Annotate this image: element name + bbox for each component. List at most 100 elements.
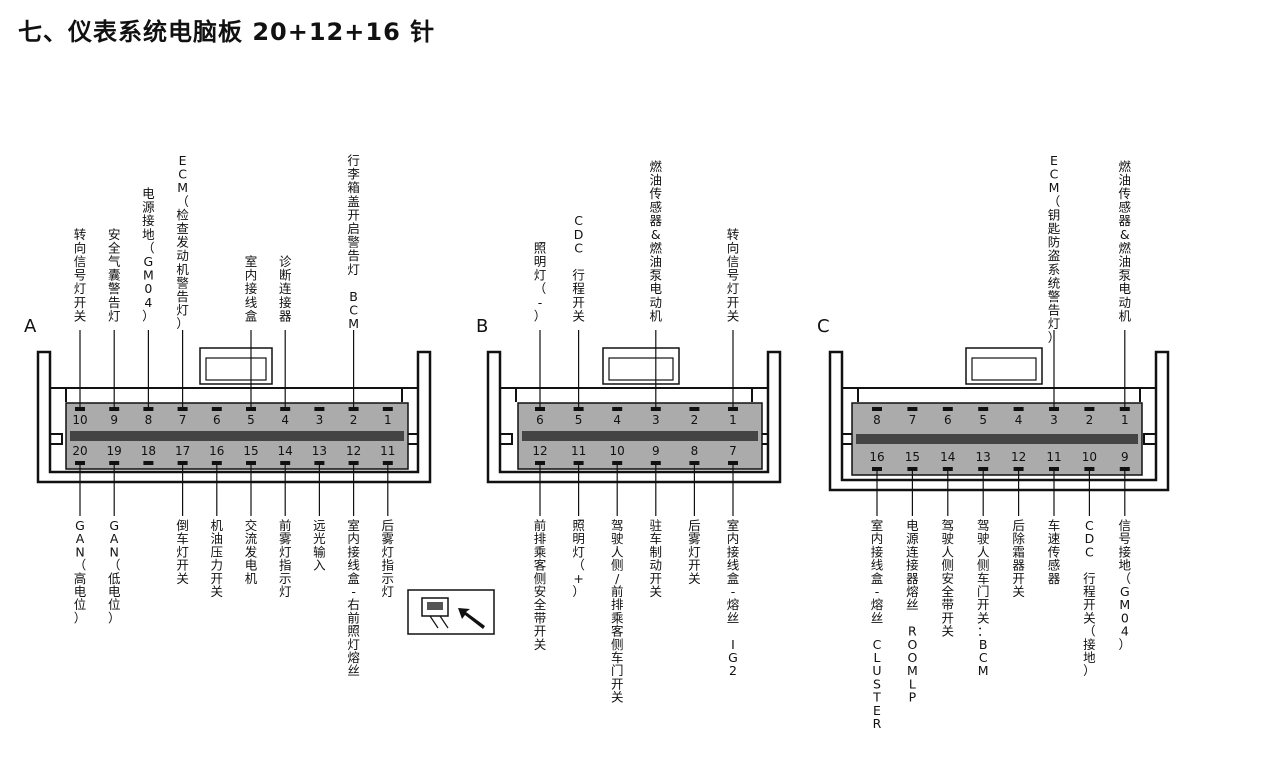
pin-label-10: 转向信号灯开关 <box>74 227 87 324</box>
pin-label-14: 驾驶人侧安全带开关 <box>942 518 955 639</box>
pin-terminal <box>942 407 953 411</box>
pin-label-1: 转向信号灯开关 <box>727 227 740 324</box>
pin-label-14: 前雾灯指示灯 <box>279 518 292 599</box>
pin-number: 2 <box>691 413 699 427</box>
frame-step <box>751 387 768 402</box>
pin-number: 7 <box>729 444 737 458</box>
page-title: 七、仪表系统电脑板 20+12+16 针 <box>18 18 436 46</box>
pin-number: 2 <box>350 413 358 427</box>
pin-terminal <box>280 407 291 411</box>
pin-terminal <box>1084 467 1095 471</box>
pin-label-12: 后除霜器开关 <box>1012 518 1025 599</box>
pin-number: 15 <box>905 450 920 464</box>
connector-frame <box>828 350 1170 492</box>
connector-letter: A <box>24 316 37 337</box>
pin-terminal <box>728 461 738 465</box>
pin-terminal <box>109 461 120 465</box>
pin-terminal <box>689 407 700 411</box>
pin-terminal <box>1049 467 1059 471</box>
pin-label-12: 室内接线盒-右前照灯熔丝 <box>347 518 360 678</box>
frame-step <box>401 387 418 402</box>
connector-frame <box>486 350 782 484</box>
pin-number: 7 <box>909 413 917 427</box>
pin-number: 8 <box>873 413 881 427</box>
pin-terminal <box>143 461 154 465</box>
pin-label-11: 车速传感器 <box>1048 518 1061 586</box>
frame-step <box>842 387 859 402</box>
pin-number: 5 <box>247 413 255 427</box>
pin-number: 4 <box>281 413 289 427</box>
pin-label-11: 照明灯（+） <box>572 518 585 599</box>
pin-number: 10 <box>1082 450 1097 464</box>
pin-number: 11 <box>571 444 586 458</box>
pin-terminal <box>1084 407 1095 411</box>
pin-number: 10 <box>72 413 87 427</box>
pin-terminal <box>872 407 882 411</box>
pin-label-3: 燃油传感器&燃油泵电动机 <box>650 159 663 324</box>
pin-label-13: 远光输入 <box>313 518 326 573</box>
pin-number: 9 <box>1121 450 1129 464</box>
pin-terminal <box>348 407 359 411</box>
pin-terminal <box>978 407 989 411</box>
pin-terminal <box>246 407 256 411</box>
pin-terminal <box>211 461 222 465</box>
pin-number: 9 <box>652 444 660 458</box>
frame-notch <box>50 433 63 445</box>
pin-number: 18 <box>141 444 156 458</box>
pin-terminal <box>246 461 256 465</box>
pin-number: 14 <box>940 450 955 464</box>
pin-number: 6 <box>536 413 544 427</box>
pin-number: 19 <box>107 444 122 458</box>
pin-number: 10 <box>610 444 625 458</box>
pin-terminal <box>280 461 291 465</box>
pin-terminal <box>872 467 882 471</box>
pin-number: 12 <box>1011 450 1026 464</box>
pin-number: 13 <box>976 450 991 464</box>
pin-label-12: 前排乘客侧安全带开关 <box>534 518 547 652</box>
pin-terminal <box>978 467 989 471</box>
pin-number: 7 <box>179 413 187 427</box>
frame-step <box>1139 387 1156 402</box>
pin-number: 12 <box>532 444 547 458</box>
latch-tab <box>205 357 267 381</box>
connector-key-bar <box>856 434 1138 444</box>
pin-number: 17 <box>175 444 190 458</box>
pin-terminal <box>728 407 738 411</box>
pin-terminal <box>177 461 188 465</box>
pin-terminal <box>573 461 584 465</box>
pin-label-8: 后雾灯开关 <box>688 518 701 586</box>
connector-letter: B <box>476 316 488 337</box>
pin-label-9: 安全气囊警告灯 <box>108 227 121 324</box>
pin-terminal <box>1119 407 1130 411</box>
pin-terminal <box>75 407 85 411</box>
pin-terminal <box>314 461 325 465</box>
pin-label-17: 倒车灯开关 <box>176 518 189 586</box>
pin-terminal <box>1013 467 1024 471</box>
pin-label-15: 交流发电机 <box>245 518 258 586</box>
pin-label-6: 照明灯（-） <box>534 240 547 323</box>
pin-label-4: 诊断连接器 <box>279 254 292 323</box>
pin-terminal <box>907 407 918 411</box>
pin-number: 15 <box>243 444 258 458</box>
connector-key-bar <box>70 431 404 441</box>
pin-terminal <box>177 407 188 411</box>
frame-notch <box>500 433 513 445</box>
connector-frame <box>36 350 432 484</box>
pin-number: 9 <box>110 413 118 427</box>
pin-number: 11 <box>1046 450 1061 464</box>
pin-terminal <box>109 407 120 411</box>
pin-number: 1 <box>1121 413 1129 427</box>
pin-terminal <box>650 461 661 465</box>
pin-terminal <box>907 467 918 471</box>
pin-number: 1 <box>729 413 737 427</box>
